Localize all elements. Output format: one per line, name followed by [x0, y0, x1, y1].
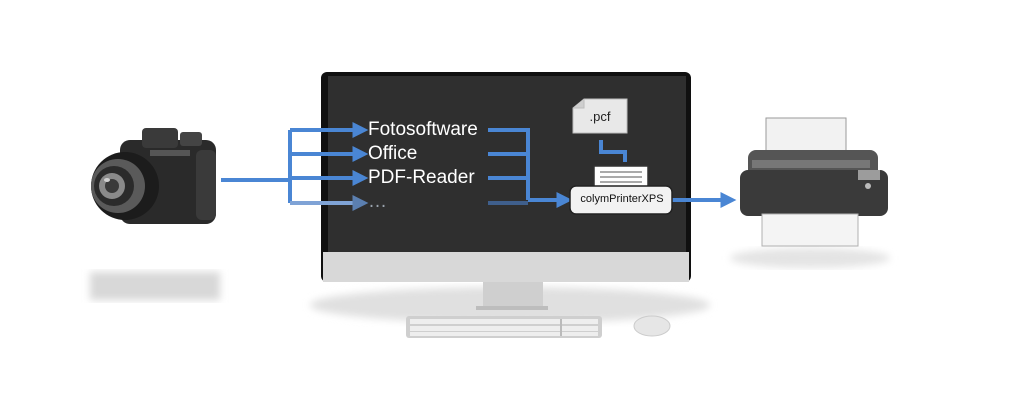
mouse-icon [633, 315, 671, 337]
app-label-fotosoftware: Fotosoftware [368, 119, 478, 140]
app-label-office: Office [368, 143, 418, 164]
app-label-pdf-reader: PDF-Reader [368, 167, 475, 188]
config-arrow [599, 140, 627, 162]
virtual-printer-icon [569, 165, 673, 215]
printer-icon [740, 117, 888, 247]
printer-shadow [730, 248, 890, 268]
keyboard-icon [406, 316, 602, 338]
camera-icon [91, 128, 216, 224]
output-arrows [488, 128, 737, 208]
file-icon [572, 98, 628, 134]
config-file-label: .pcf [589, 109, 611, 124]
input-arrows [221, 122, 369, 211]
camera-shadow [90, 272, 220, 300]
app-label-more: … [368, 191, 387, 212]
virtual-printer-label: colymPrinterXPS [580, 193, 664, 205]
